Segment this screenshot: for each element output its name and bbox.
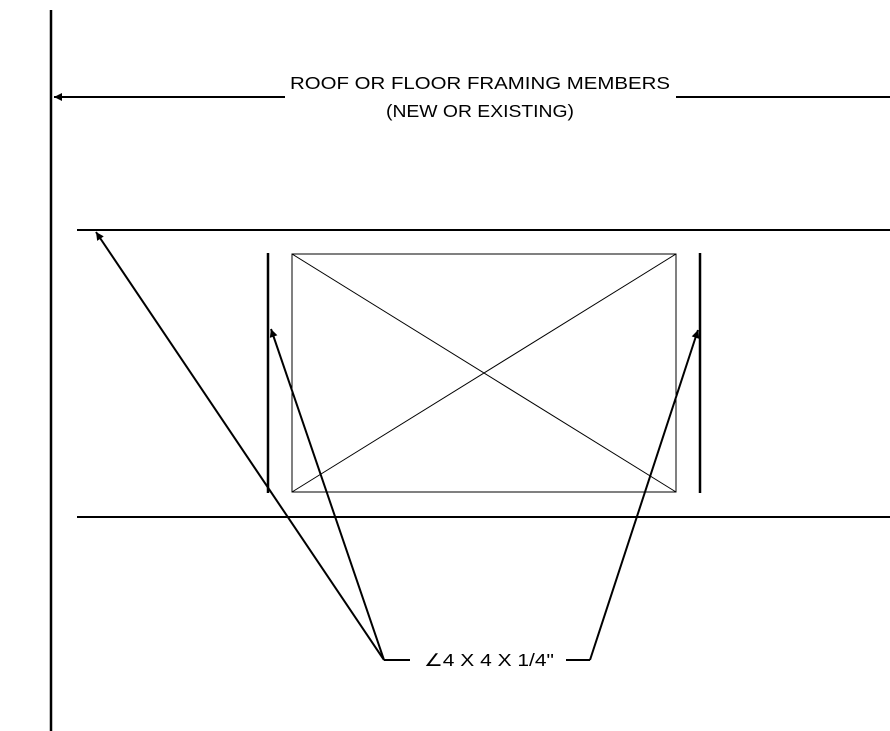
callout-leader-to-framing: [95, 231, 385, 661]
callout-leader-to-left-angle: [269, 328, 385, 661]
angle-callout-label: ∠4 X 4 X 1/4": [424, 650, 554, 670]
framing-label-line2: (NEW OR EXISTING): [386, 101, 574, 121]
callout-leader-to-right-angle: [589, 329, 700, 661]
framing-label-line1: ROOF OR FLOOR FRAMING MEMBERS: [290, 73, 670, 93]
opening-diagonal-b: [291, 253, 677, 493]
opening-box: [291, 253, 677, 493]
